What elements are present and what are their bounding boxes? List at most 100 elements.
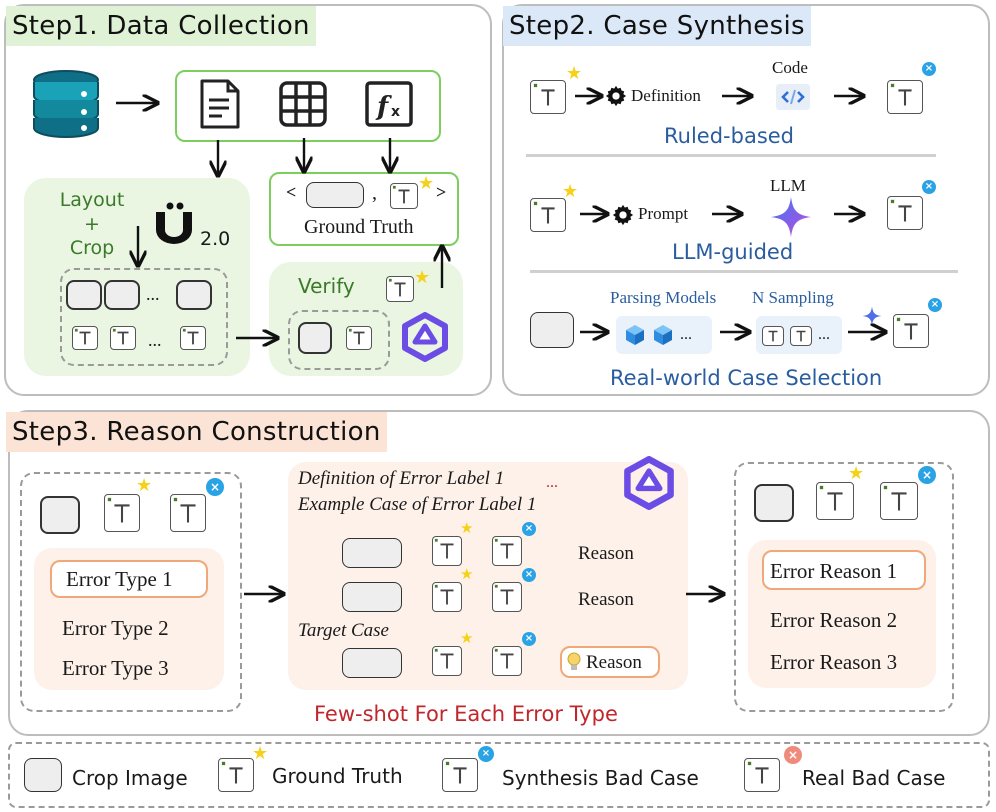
divider — [530, 270, 958, 273]
error-type-2: Error Type 2 — [62, 616, 169, 640]
synthesis-badge-icon: × — [922, 62, 936, 76]
cube-icon — [626, 325, 644, 345]
cube-icon — [654, 325, 672, 345]
synthesis-badge-icon: × — [928, 298, 942, 312]
star-icon: ★ — [418, 173, 435, 193]
database-icon — [33, 70, 99, 138]
error-reason-1-box — [762, 550, 926, 590]
prompt-label: Prompt — [638, 204, 689, 223]
step3-title: Step3. Reason Construction — [6, 412, 387, 452]
synthesis-badge-icon: × — [206, 478, 224, 496]
case-crop — [40, 496, 80, 534]
error-reason-2: Error Reason 2 — [770, 608, 898, 632]
result-gt-text — [816, 482, 854, 520]
llm-guided-label: LLM-guided — [672, 240, 794, 264]
sample-text — [762, 326, 784, 346]
mineru-logo — [156, 202, 192, 244]
target-case-label: Target Case — [298, 620, 389, 641]
code-label: Code — [772, 58, 808, 77]
sample-text — [790, 326, 812, 346]
qwen-logo — [402, 312, 448, 362]
legend-synth-label: Synthesis Bad Case — [502, 766, 699, 790]
text-thumb — [180, 326, 206, 350]
error-reason-1: Error Reason 1 — [770, 559, 898, 583]
rule-input-text — [530, 80, 566, 114]
legend-box — [8, 742, 990, 808]
target-synth-text — [492, 646, 522, 676]
verify-gt-text — [386, 276, 414, 302]
ellipsis: ... — [146, 284, 160, 304]
result-crop — [754, 484, 794, 522]
n-sampling-label: N Sampling — [752, 288, 834, 307]
legend-crop-icon — [24, 758, 62, 792]
star-icon: ★ — [566, 63, 583, 83]
ground-truth-label: Ground Truth — [304, 216, 414, 238]
example-crop — [342, 538, 402, 568]
reason-1: Reason — [578, 543, 634, 564]
step1-title: Step1. Data Collection — [6, 6, 316, 46]
star-icon: ★ — [136, 475, 153, 495]
definition-text: Definition of Error Label 1 — [298, 468, 505, 489]
ellipsis: ... — [148, 330, 162, 350]
verify-pair-box — [288, 310, 390, 370]
synthesis-badge-icon: × — [478, 746, 494, 762]
gt-text — [390, 183, 418, 209]
verify-text — [346, 326, 372, 350]
qwen-logo — [624, 456, 674, 510]
legend-gt-label: Ground Truth — [272, 764, 403, 788]
llm-label: LLM — [770, 176, 806, 195]
example-synth-text — [492, 536, 522, 566]
case-gt-text — [104, 494, 140, 532]
target-crop — [342, 648, 402, 678]
formula-icon: f x — [365, 81, 413, 127]
lightbulb-icon — [567, 652, 581, 670]
llm-input-text — [530, 198, 566, 232]
definition-label: Definition — [631, 86, 701, 105]
ground-truth-box — [269, 172, 459, 246]
star-icon: ★ — [460, 631, 474, 647]
synthesis-badge-icon: × — [922, 180, 936, 194]
llm-output-text — [887, 196, 923, 230]
legend-synth-icon — [442, 758, 478, 792]
rule-output-text — [887, 80, 923, 114]
legend-gt-icon — [218, 758, 254, 792]
legend-real-label: Real Bad Case — [802, 766, 946, 790]
star-icon: ★ — [562, 181, 579, 201]
example-gt-text — [432, 582, 462, 612]
document-icon — [200, 79, 240, 129]
star-icon: ★ — [460, 567, 474, 583]
verify-label: Verify — [298, 274, 355, 298]
example-synth-text — [492, 582, 522, 612]
error-reason-3: Error Reason 3 — [770, 650, 898, 674]
few-shot-label: Few-shot For Each Error Type — [314, 702, 618, 726]
comma: , — [372, 182, 377, 204]
star-icon: ★ — [414, 267, 431, 287]
mineru-version: 2.0 — [200, 228, 231, 250]
example-text: Example Case of Error Label 1 — [298, 494, 537, 515]
crop-thumb — [66, 280, 102, 310]
text-thumb — [110, 326, 136, 350]
step2-title: Step2. Case Synthesis — [503, 6, 811, 46]
llm-sparkle-icon — [862, 306, 882, 326]
svg-text:x: x — [391, 104, 400, 120]
rule-based-label: Ruled-based — [664, 124, 795, 148]
divider — [526, 154, 936, 157]
code-icon — [776, 84, 810, 110]
synthesis-badge-icon: × — [522, 568, 536, 582]
crop-thumb — [176, 280, 212, 310]
crop-results-box — [60, 268, 228, 366]
target-reason: Reason — [586, 652, 642, 673]
real-badge-icon: × — [784, 746, 802, 764]
real-input-crop — [530, 312, 574, 348]
bracket-right: > — [436, 182, 447, 202]
synthesis-badge-icon: × — [918, 466, 936, 484]
gt-crop — [306, 182, 364, 208]
parsing-models-label: Parsing Models — [610, 288, 717, 307]
bracket-left: < — [286, 182, 297, 202]
crop-thumb — [104, 280, 140, 310]
table-icon — [279, 81, 327, 127]
legend-crop-label: Crop Image — [72, 766, 188, 790]
svg-text:f: f — [375, 92, 392, 122]
reason-2: Reason — [578, 589, 634, 610]
text-thumb — [72, 326, 98, 350]
